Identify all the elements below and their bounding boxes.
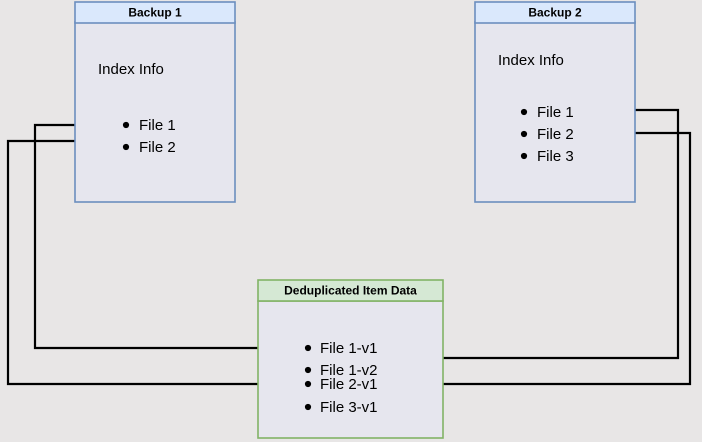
backup-2-header-label: Backup 2 (528, 6, 582, 20)
connector-backup1-file2-to-file2v1 (6, 139, 301, 388)
backup-2-header-bar (474, 1, 636, 24)
backup-1-header-label: Backup 1 (128, 6, 182, 20)
box-backup-2[interactable]: Backup 2 Index Info File 1 File 2 File 3 (474, 1, 636, 203)
backup-2-bullet-dot-0 (520, 108, 528, 116)
backup-2-body (474, 21, 636, 203)
backup-2-item-0: File 1 (537, 104, 574, 121)
backup-2-bullet-dot-1 (520, 130, 528, 138)
connector-group (6, 108, 692, 388)
backup-1-item-1: File 2 (139, 139, 176, 156)
dedup-bullet-dot-1 (304, 366, 312, 374)
backup-2-item-1: File 2 (537, 126, 574, 143)
backup-1-item-0: File 1 (139, 117, 176, 134)
backup-2-bullet-dot-2 (520, 152, 528, 160)
backup-1-bullet-dot-0 (122, 121, 130, 129)
backup-2-item-2: File 3 (537, 148, 574, 165)
dedup-item-3: File 3-v1 (320, 399, 378, 416)
dedup-body (257, 300, 444, 439)
dedup-bullet-dot-2 (304, 380, 312, 388)
dedup-item-1: File 1-v2 (320, 362, 378, 379)
box-deduplicated-item-data[interactable]: Deduplicated Item Data File 1-v1 File 1-… (257, 279, 444, 439)
backup-1-header-bar (74, 1, 236, 24)
dedup-header-label: Deduplicated Item Data (284, 284, 417, 298)
backup-2-index-info-label: Index Info (498, 52, 564, 69)
connector-backup2-file2-to-file2v1 (392, 131, 692, 388)
dedup-bullet-dot-0 (304, 344, 312, 352)
backup-1-bullet-dot-1 (122, 143, 130, 151)
dedup-item-0: File 1-v1 (320, 340, 378, 357)
backup-1-body (74, 21, 236, 203)
dedup-item-2: File 2-v1 (320, 376, 378, 393)
dedup-bullet-dot-3 (304, 403, 312, 411)
box-backup-1[interactable]: Backup 1 Index Info File 1 File 2 (74, 1, 236, 203)
connector-backup2-file1-to-file1v2 (392, 108, 680, 362)
backup-1-index-info-label: Index Info (98, 61, 164, 78)
dedup-header-bar (257, 279, 444, 302)
